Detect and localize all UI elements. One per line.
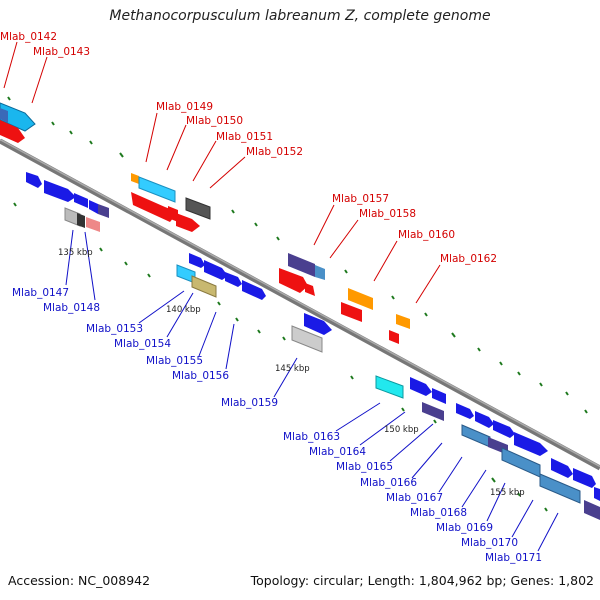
gene-label-mlab-0150: Mlab_0150 — [186, 115, 243, 127]
gene-label-mlab-0170: Mlab_0170 — [461, 537, 518, 549]
genes-reverse — [26, 172, 600, 520]
scale-labels: 135 kbp 140 kbp 145 kbp 150 kbp 155 kbp — [58, 248, 525, 498]
gene-label-mlab-0163: Mlab_0163 — [283, 431, 340, 443]
gene-label-mlab-0166: Mlab_0166 — [360, 477, 417, 489]
gene-label-mlab-0165: Mlab_0165 — [336, 461, 393, 473]
gene-labels-bottom: Mlab_0147 Mlab_0148 Mlab_0153 Mlab_0154 … — [12, 287, 542, 564]
scale-label-135: 135 kbp — [58, 248, 93, 258]
gene-label-mlab-0164: Mlab_0164 — [309, 446, 366, 458]
topology-summary: Topology: circular; Length: 1,804,962 bp… — [250, 573, 594, 588]
gene-label-mlab-0167: Mlab_0167 — [386, 492, 443, 504]
gene-label-mlab-0142: Mlab_0142 — [0, 31, 57, 43]
accession-text: Accession: NC_008942 — [8, 573, 151, 588]
gene-label-mlab-0152: Mlab_0152 — [246, 146, 303, 158]
gene-label-mlab-0162: Mlab_0162 — [440, 253, 497, 265]
leader-lines-bottom — [65, 229, 559, 552]
scale-label-140: 140 kbp — [166, 305, 201, 315]
gene-label-mlab-0157: Mlab_0157 — [332, 193, 389, 205]
gene-label-mlab-0158: Mlab_0158 — [359, 208, 416, 220]
gene-label-mlab-0159: Mlab_0159 — [221, 397, 278, 409]
map-title: Methanocorpusculum labreanum Z, complete… — [109, 8, 491, 24]
gene-label-mlab-0154: Mlab_0154 — [114, 338, 171, 350]
gene-label-mlab-0169: Mlab_0169 — [436, 522, 493, 534]
gene-label-mlab-0156: Mlab_0156 — [172, 370, 229, 382]
genes-forward — [0, 102, 410, 344]
scale-label-155: 155 kbp — [490, 488, 525, 498]
leader-lines-top — [3, 41, 441, 304]
gene-label-mlab-0168: Mlab_0168 — [410, 507, 467, 519]
gene-labels-top: Mlab_0142 Mlab_0143 Mlab_0149 Mlab_0150 … — [0, 31, 497, 265]
scale-label-145: 145 kbp — [275, 364, 310, 374]
gene-label-mlab-0148: Mlab_0148 — [43, 302, 100, 314]
tick-marks — [7, 96, 588, 512]
gene-label-mlab-0147: Mlab_0147 — [12, 287, 69, 299]
gene-label-mlab-0149: Mlab_0149 — [156, 101, 213, 113]
gene-label-mlab-0155: Mlab_0155 — [146, 355, 203, 367]
gene-label-mlab-0171: Mlab_0171 — [485, 552, 542, 564]
scale-label-150: 150 kbp — [384, 425, 419, 435]
gene-label-mlab-0143: Mlab_0143 — [33, 46, 90, 58]
gene-label-mlab-0160: Mlab_0160 — [398, 229, 455, 241]
gene-label-mlab-0153: Mlab_0153 — [86, 323, 143, 335]
genome-backbone — [0, 138, 600, 471]
gene-label-mlab-0151: Mlab_0151 — [216, 131, 273, 143]
